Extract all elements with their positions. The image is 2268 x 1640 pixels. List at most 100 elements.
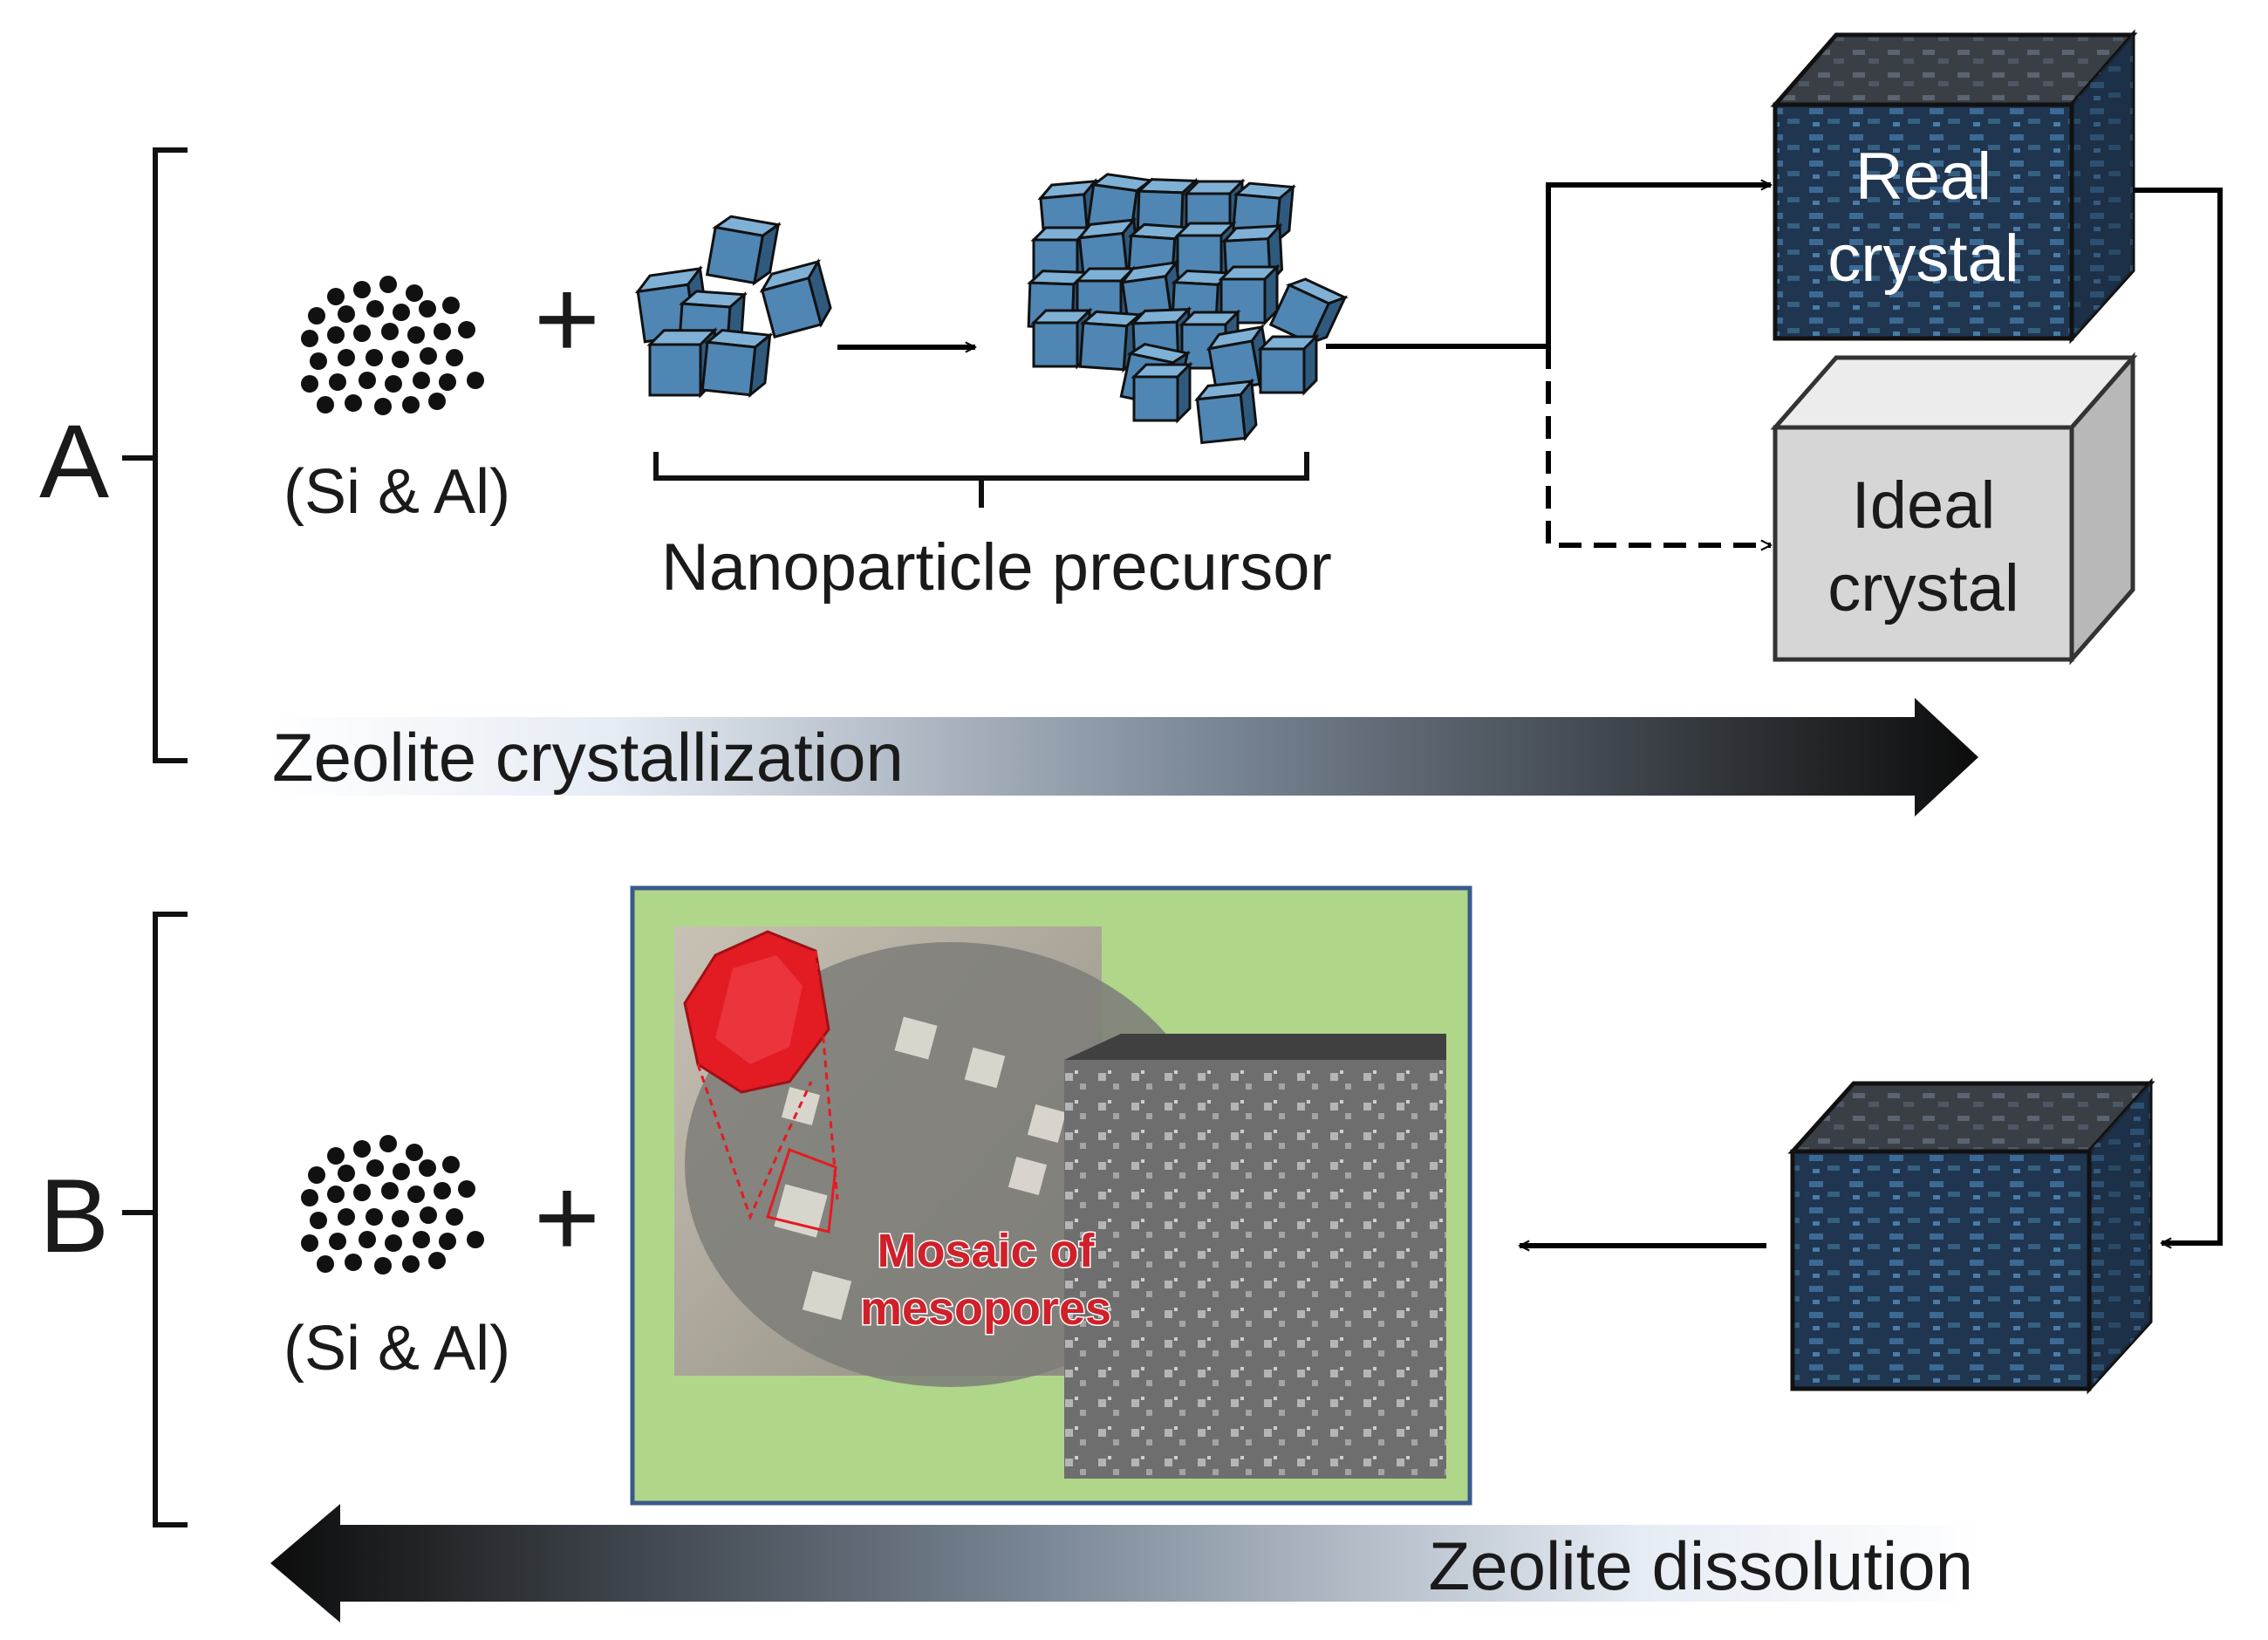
dissolution-label: Zeolite dissolution	[1429, 1527, 1973, 1604]
atom-dot	[310, 352, 327, 370]
atom-dot	[327, 288, 345, 305]
atom-dot	[402, 396, 420, 413]
atom-dot	[317, 396, 334, 413]
nanoparticle-cube	[705, 215, 782, 286]
panel-a: A (Si & Al) + Nanoparticle precursor Rea…	[39, 29, 2138, 817]
atom-dot	[420, 1206, 437, 1224]
nanoparticle-cube	[1194, 378, 1258, 445]
nanoparticle-cube	[700, 329, 774, 399]
panel-b: B (Si & Al) +	[39, 885, 2155, 1623]
atom-dot	[317, 1255, 334, 1273]
atom-dot	[393, 304, 410, 321]
si-al-atoms-cluster-b	[301, 1135, 484, 1274]
zoom-square	[766, 1148, 837, 1233]
mosaic-label-line1: Mosaic of	[877, 1225, 1095, 1277]
atom-dot	[434, 323, 451, 340]
ideal-crystal-label-line2: crystal	[1827, 551, 2019, 625]
atom-dot	[385, 1234, 402, 1252]
atom-dot	[381, 323, 399, 340]
atom-dot	[442, 1156, 460, 1173]
atom-dot	[310, 1212, 327, 1229]
atom-dot	[419, 300, 436, 318]
atom-dot	[345, 394, 362, 412]
atom-dot	[406, 284, 423, 302]
panel-b-label: B	[39, 1158, 109, 1274]
si-al-atoms-cluster	[301, 276, 484, 415]
nanoparticle-group	[634, 215, 832, 399]
atom-dot	[439, 1233, 456, 1250]
atom-dot	[366, 1159, 384, 1177]
atom-dot	[413, 372, 430, 389]
atom-dot	[329, 373, 346, 391]
zoom-lines	[696, 950, 839, 1221]
crystallization-label: Zeolite crystallization	[272, 719, 904, 796]
nanoparticle-cube	[1206, 323, 1271, 393]
atom-dot	[402, 1255, 420, 1273]
atom-dot	[308, 307, 325, 325]
mosaic-label-line2: mesopores	[860, 1282, 1111, 1335]
sem-image	[1064, 1060, 1446, 1479]
atom-dot	[353, 1140, 371, 1158]
atom-dot	[419, 1159, 436, 1177]
atom-dot	[407, 326, 425, 344]
atom-dot	[392, 351, 409, 368]
atom-dot	[353, 281, 371, 298]
atom-dot	[327, 1147, 345, 1165]
nanoparticle-cube	[1268, 277, 1349, 345]
atom-dot	[393, 1163, 410, 1180]
atom-dot	[353, 325, 371, 342]
atom-dot	[407, 1186, 425, 1203]
red-crystal-model	[683, 930, 830, 1094]
connector-arrow	[2133, 188, 2223, 1243]
panel-b-bracket	[153, 912, 188, 1527]
panel-a-label: A	[39, 403, 109, 520]
si-al-label-b: (Si & Al)	[284, 1314, 510, 1384]
atom-dot	[406, 1144, 423, 1161]
atom-dot	[338, 1165, 355, 1182]
plus-sign: +	[534, 255, 600, 382]
atom-dot	[467, 372, 484, 389]
crystallization-arrow: Zeolite crystallization	[270, 698, 1978, 817]
atom-dot	[458, 1180, 475, 1198]
precursor-brace	[653, 452, 1309, 508]
atom-dot	[458, 321, 475, 338]
atom-dot	[308, 1166, 325, 1184]
atom-dot	[392, 1210, 409, 1227]
atom-dot	[365, 349, 383, 366]
precursor-label: Nanoparticle precursor	[661, 530, 1332, 605]
atom-dot	[379, 276, 397, 293]
atom-dot	[301, 330, 318, 347]
mosaic-panel: Mosaic of mesopores	[630, 885, 1472, 1506]
atom-dot	[446, 1208, 463, 1226]
nanoparticle-cube	[1257, 333, 1320, 396]
atom-dot	[442, 297, 460, 314]
nanoparticle-aggregate	[1027, 173, 1349, 445]
dissolving-crystal-cube	[1787, 1077, 2155, 1395]
atom-dot	[428, 1252, 446, 1269]
arrow-to-ideal-crystal	[1546, 346, 1771, 545]
atom-dot	[374, 1257, 392, 1274]
atom-dot	[413, 1231, 430, 1248]
nanoparticle-cube	[1131, 361, 1193, 424]
atom-dot	[365, 1208, 383, 1226]
panel-a-bracket	[153, 147, 188, 763]
atom-dot	[301, 1234, 318, 1252]
ideal-crystal-label-line1: Ideal	[1852, 468, 1996, 543]
si-al-label: (Si & Al)	[284, 457, 510, 527]
atom-dot	[381, 1182, 399, 1199]
atom-dot	[439, 373, 456, 391]
atom-dot	[329, 1233, 346, 1250]
plus-sign-b: +	[534, 1153, 600, 1281]
atom-dot	[379, 1135, 397, 1152]
atom-dot	[345, 1254, 362, 1271]
atom-dot	[420, 347, 437, 365]
dissolution-arrow: Zeolite dissolution	[270, 1504, 1984, 1623]
ideal-crystal-cube: Ideal crystal	[1770, 352, 2138, 666]
real-crystal-cube: Real crystal	[1770, 29, 2138, 345]
real-crystal-label-line1: Real	[1855, 140, 1991, 214]
atom-dot	[366, 300, 384, 318]
atom-dot	[301, 375, 318, 393]
atom-dot	[359, 1231, 376, 1248]
atom-dot	[359, 372, 376, 389]
